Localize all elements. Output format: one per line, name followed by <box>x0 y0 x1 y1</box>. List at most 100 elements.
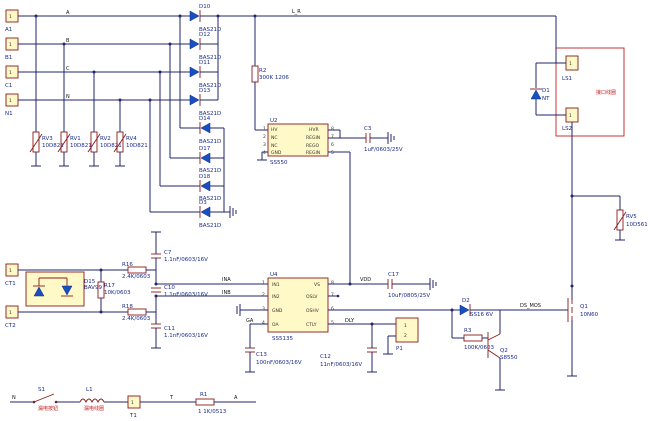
net-label-vdd: VDD <box>360 277 371 283</box>
net-label-t: T <box>169 395 174 401</box>
svg-text:SS550: SS550 <box>270 160 288 166</box>
svg-text:GND: GND <box>271 150 282 156</box>
svg-text:CTLY: CTLY <box>306 322 317 328</box>
connector-b1: 1 B1 <box>5 37 19 61</box>
svg-text:D14: D14 <box>199 116 211 122</box>
ic-u2: U2 SS550 1 HV 2 NC 3 NC 4 GND 8 HVR 7 RE… <box>263 118 334 166</box>
svg-text:1.1nF/0603/16V: 1.1nF/0603/16V <box>164 333 208 339</box>
svg-text:OSLV: OSLV <box>306 294 318 300</box>
svg-text:D15: D15 <box>84 279 96 285</box>
svg-text:D10: D10 <box>199 4 211 10</box>
svg-text:2.4K/0603: 2.4K/0603 <box>122 274 151 280</box>
net-label-ina: INA <box>222 277 231 283</box>
net-label-n-bottom: N <box>12 395 16 401</box>
connector-ct1: 1 CT1 <box>5 263 19 287</box>
svg-text:BAS21D: BAS21D <box>199 139 221 145</box>
svg-text:OSHV: OSHV <box>306 308 320 314</box>
transistor-q2: Q2 S8550 <box>487 332 518 361</box>
svg-text:D1: D1 <box>542 88 550 94</box>
svg-text:D11: D11 <box>199 60 210 66</box>
svg-text:A1: A1 <box>5 27 12 33</box>
svg-text:SS5135: SS5135 <box>272 336 293 342</box>
svg-text:5: 5 <box>331 320 334 326</box>
svg-text:4: 4 <box>262 320 265 326</box>
svg-text:6: 6 <box>331 142 334 148</box>
svg-text:RV5: RV5 <box>626 214 637 220</box>
svg-text:C1: C1 <box>5 83 12 89</box>
svg-text:RV2: RV2 <box>100 136 111 142</box>
svg-text:C3: C3 <box>364 126 372 132</box>
svg-text:SS16 6V: SS16 6V <box>470 312 493 318</box>
svg-text:RV1: RV1 <box>70 136 81 142</box>
svg-text:LS2: LS2 <box>562 126 572 132</box>
svg-text:1.1nF/0603/16V: 1.1nF/0603/16V <box>164 257 208 263</box>
svg-text:4: 4 <box>263 150 266 156</box>
svg-text:1: 1 <box>9 42 12 48</box>
svg-text:BAS21D: BAS21D <box>199 196 221 202</box>
svg-text:D12: D12 <box>199 32 210 38</box>
varistor-rv5: RV5 10D561 <box>613 209 648 231</box>
svg-text:1: 1 <box>404 323 407 329</box>
svg-text:2: 2 <box>263 134 266 140</box>
diode-d1: D1 NT <box>530 88 550 102</box>
ground-symbol-c3 <box>387 132 395 144</box>
svg-text:11nF/0603/16V: 11nF/0603/16V <box>320 362 362 368</box>
svg-text:BAS21D: BAS21D <box>199 83 221 89</box>
capacitor-c3: C3 1uF/0603/25V <box>364 126 403 153</box>
svg-text:漏电按钮: 漏电按钮 <box>38 405 58 412</box>
connector-p1: 1 2 P1 <box>395 317 419 352</box>
svg-text:D3: D3 <box>199 200 207 206</box>
svg-text:U4: U4 <box>270 272 278 278</box>
resistor-r1: R1 1 1K/0513 <box>195 392 227 415</box>
svg-text:T1: T1 <box>129 413 137 419</box>
net-label-ga: GA <box>246 318 254 324</box>
net-label-dly: DLY <box>345 318 355 324</box>
svg-text:10D821: 10D821 <box>42 143 64 149</box>
net-label-n: N <box>66 94 70 100</box>
svg-text:R2: R2 <box>259 68 266 74</box>
mosfet-q1: Q1 10N60 <box>567 298 599 322</box>
svg-text:2.4K/0603: 2.4K/0603 <box>122 316 151 322</box>
svg-text:Q2: Q2 <box>500 348 508 354</box>
svg-text:7: 7 <box>331 134 334 140</box>
svg-text:LS1: LS1 <box>562 76 572 82</box>
net-label-inb: INB <box>222 290 231 296</box>
ground-symbol-diode-bus <box>229 206 237 218</box>
capacitor-c7: C7 1.1nF/0603/16V <box>151 231 208 270</box>
svg-text:100nF/0603/16V: 100nF/0603/16V <box>256 360 302 366</box>
inductor-l1: L1 漏电线圈 <box>79 387 105 412</box>
svg-text:1: 1 <box>9 70 12 76</box>
diode-array-d15: D15 BAV99 <box>25 271 102 307</box>
svg-text:C11: C11 <box>164 326 175 332</box>
svg-text:BAS21D: BAS21D <box>199 111 221 117</box>
svg-text:D13: D13 <box>199 88 211 94</box>
svg-text:U2: U2 <box>270 118 278 124</box>
svg-text:D18: D18 <box>199 174 211 180</box>
net-label-ds-mos: DS_MOS <box>520 303 541 309</box>
svg-text:R17: R17 <box>104 283 115 289</box>
svg-text:CT1: CT1 <box>5 281 16 287</box>
svg-text:BAS21D: BAS21D <box>199 168 221 174</box>
svg-text:REGIN: REGIN <box>306 150 320 156</box>
svg-text:P1: P1 <box>396 346 403 352</box>
svg-text:1 1K/0513: 1 1K/0513 <box>198 409 227 415</box>
net-label-l-r: L_R <box>292 9 301 15</box>
svg-text:2: 2 <box>262 292 265 298</box>
svg-text:3: 3 <box>262 306 265 312</box>
svg-text:100K/0603: 100K/0603 <box>464 345 494 351</box>
capacitor-c17: C17 10uF/0805/25V <box>387 272 430 299</box>
svg-text:VS: VS <box>314 282 320 288</box>
svg-text:N1: N1 <box>5 111 13 117</box>
svg-text:6: 6 <box>331 306 334 312</box>
ic-u4: U4 SS5135 1 IN1 2 IN2 3 GND 4 OA 8 VS 7 … <box>262 272 334 342</box>
svg-text:300K 1206: 300K 1206 <box>259 75 289 81</box>
svg-text:REGO: REGO <box>306 143 319 149</box>
svg-text:10K/0603: 10K/0603 <box>104 290 131 296</box>
svg-text:8: 8 <box>331 126 334 132</box>
net-label-a-bottom: A <box>234 395 238 401</box>
svg-text:HVR: HVR <box>309 127 319 133</box>
